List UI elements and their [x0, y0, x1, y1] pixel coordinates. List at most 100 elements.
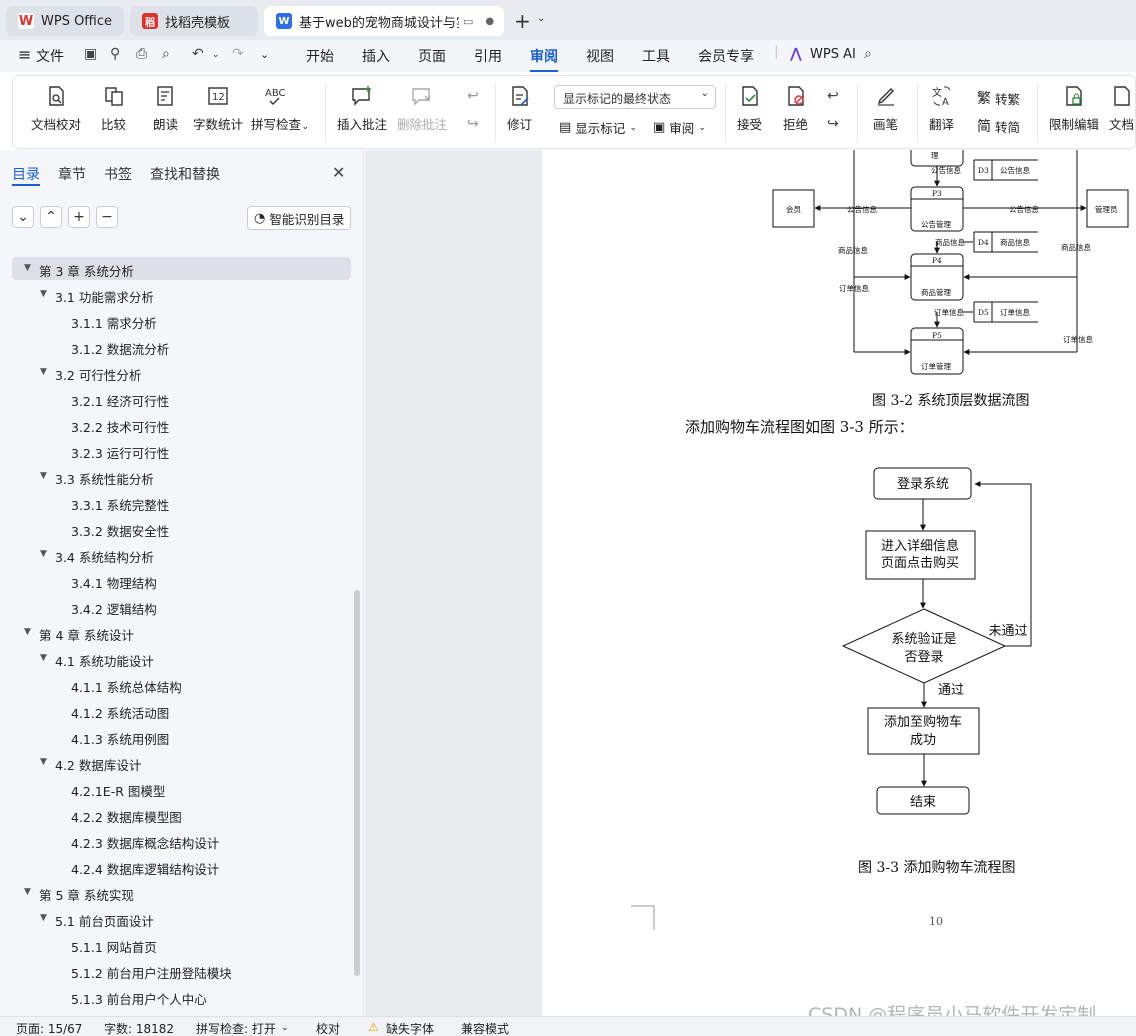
menu-tools[interactable]: 工具 [642, 49, 670, 65]
search-icon[interactable]: ⌕ [864, 46, 872, 62]
track-changes-button[interactable]: 修订 [507, 84, 532, 133]
unsaved-dot-icon[interactable]: ● [485, 15, 495, 27]
menu-file[interactable]: 文件 [36, 49, 64, 65]
toc-item[interactable]: 3.4.1 物理结构 [71, 576, 157, 591]
toc-item[interactable]: 4.2.1E-R 图模型 [71, 784, 166, 799]
compare-button[interactable]: 比较 [101, 84, 126, 133]
expand-triangle-icon[interactable]: ▼ [40, 757, 47, 767]
redo-icon[interactable]: ↷ [232, 46, 244, 62]
menu-page[interactable]: 页面 [418, 49, 446, 65]
menu-home[interactable]: 开始 [306, 49, 334, 65]
add-heading-button[interactable]: + [68, 206, 90, 228]
menu-member[interactable]: 会员专享 [698, 49, 754, 65]
expand-triangle-icon[interactable]: ▼ [40, 289, 47, 299]
quick-access-chevron-icon[interactable]: ⌄ [260, 48, 270, 61]
collapse-down-button[interactable]: ⌄ [12, 206, 34, 228]
pen-button[interactable]: 画笔 [873, 84, 898, 133]
toc-item[interactable]: 3.1.1 需求分析 [71, 316, 157, 331]
status-page[interactable]: 页面: 15/67 [16, 1022, 83, 1036]
nav-tab-bookmarks[interactable]: 书签 [104, 167, 132, 183]
doc-more-button[interactable]: 文档 [1109, 84, 1134, 133]
expand-triangle-icon[interactable]: ▼ [40, 913, 47, 923]
delete-comment-button[interactable]: 删除批注 [397, 84, 447, 133]
expand-triangle-icon[interactable]: ▼ [24, 263, 31, 273]
toc-item[interactable]: 4.2.4 数据库逻辑结构设计 [71, 862, 220, 877]
undo-chevron-icon[interactable]: ⌄ [212, 50, 220, 60]
toc-item[interactable]: 4.2 数据库设计 [55, 758, 142, 773]
reject-button[interactable]: 拒绝 [783, 84, 808, 133]
tab-templates[interactable]: 稻 找稻壳模板 [130, 6, 258, 36]
tab-wps-office[interactable]: W WPS Office [6, 6, 124, 36]
tab-list-chevron-icon[interactable]: ⌄ [537, 13, 546, 24]
remove-heading-button[interactable]: − [96, 206, 118, 228]
nav-scrollbar[interactable] [354, 590, 360, 976]
toc-item[interactable]: 5.1.3 前台用户个人中心 [71, 992, 207, 1007]
prev-change-icon[interactable]: ↩ [827, 88, 839, 104]
toc-item[interactable]: 3.2.2 技术可行性 [71, 420, 170, 435]
expand-triangle-icon[interactable]: ▼ [24, 627, 31, 637]
next-change-icon[interactable]: ↪ [827, 116, 839, 132]
toc-item[interactable]: 3.4.2 逻辑结构 [71, 602, 157, 617]
toc-item[interactable]: 第 5 章 系统实现 [39, 888, 134, 903]
show-markup-button[interactable]: ▤显示标记⌄ [559, 120, 637, 136]
to-simplified-button[interactable]: 简转简 [977, 116, 1020, 136]
spell-chevron-icon[interactable]: ⌄ [301, 122, 310, 132]
save-icon[interactable]: ▣ [84, 46, 98, 62]
toc-item[interactable]: 3.2.3 运行可行性 [71, 446, 170, 461]
next-comment-icon[interactable]: ↪ [467, 116, 479, 132]
hamburger-icon[interactable]: ≡ [18, 45, 32, 64]
undo-icon[interactable]: ↶ [192, 46, 204, 62]
word-count-button[interactable]: 12 字数统计 [193, 84, 243, 133]
toc-item[interactable]: 4.1 系统功能设计 [55, 654, 154, 669]
status-missing-font[interactable]: 缺失字体 [386, 1022, 435, 1036]
nav-tab-toc[interactable]: 目录 [12, 167, 40, 183]
toc-item[interactable]: 5.1.2 前台用户注册登陆模块 [71, 966, 232, 981]
toc-item[interactable]: 3.1.2 数据流分析 [71, 342, 170, 357]
menu-wps-ai[interactable]: WPS AI [810, 47, 856, 62]
toc-item[interactable]: 3.3.2 数据安全性 [71, 524, 170, 539]
nav-tab-chapters[interactable]: 章节 [58, 167, 86, 183]
toc-item[interactable]: 4.2.3 数据库概念结构设计 [71, 836, 220, 851]
menu-view[interactable]: 视图 [586, 49, 614, 65]
toc-item[interactable]: 4.1.2 系统活动图 [71, 706, 170, 721]
tab-document[interactable]: W 基于web的宠物商城设计与实现 ▭ ● [264, 6, 504, 36]
expand-up-button[interactable]: ⌃ [40, 206, 62, 228]
expand-triangle-icon[interactable]: ▼ [24, 887, 31, 897]
share-icon[interactable]: ⚲ [110, 46, 121, 62]
new-tab-plus-icon[interactable]: + [514, 9, 531, 33]
menu-references[interactable]: 引用 [474, 49, 502, 65]
nav-tab-find-replace[interactable]: 查找和替换 [150, 167, 220, 183]
read-aloud-button[interactable]: 朗读 [153, 84, 178, 133]
toc-item[interactable]: 4.2.2 数据库模型图 [71, 810, 182, 825]
menu-review[interactable]: 审阅 [530, 46, 558, 72]
review-pane-button[interactable]: ▣审阅⌄ [653, 120, 706, 136]
prev-comment-icon[interactable]: ↩ [467, 88, 479, 104]
expand-triangle-icon[interactable]: ▼ [40, 471, 47, 481]
print-preview-icon[interactable]: ⌕ [162, 46, 170, 62]
doc-check-button[interactable]: 文档校对 [31, 84, 81, 133]
status-spell[interactable]: 拼写检查: 打开 [196, 1022, 276, 1036]
toc-item[interactable]: 3.3.1 系统完整性 [71, 498, 170, 513]
menu-insert[interactable]: 插入 [362, 49, 390, 65]
markup-state-select[interactable]: 显示标记的最终状态 ⌄ [554, 85, 716, 109]
toc-item[interactable]: 5.1 前台页面设计 [55, 914, 154, 929]
expand-triangle-icon[interactable]: ▼ [40, 653, 47, 663]
chevron-down-icon[interactable]: ⌄ [281, 1023, 289, 1033]
print-icon[interactable]: ⎙ [136, 46, 148, 62]
toc-item[interactable]: 5.1.1 网站首页 [71, 940, 157, 955]
accept-button[interactable]: 接受 [737, 84, 762, 133]
spell-check-button[interactable]: ABC 拼写检查⌄ [251, 84, 309, 133]
to-traditional-button[interactable]: 繁转繁 [977, 88, 1020, 108]
smart-toc-button[interactable]: ◔智能识别目录 [247, 206, 351, 230]
status-words[interactable]: 字数: 18182 [104, 1022, 175, 1036]
expand-triangle-icon[interactable]: ▼ [40, 549, 47, 559]
toc-item[interactable]: 4.1.1 系统总体结构 [71, 680, 182, 695]
toc-item[interactable]: 第 4 章 系统设计 [39, 628, 134, 643]
toc-item[interactable]: 4.1.3 系统用例图 [71, 732, 170, 747]
status-proof[interactable]: 校对 [316, 1022, 341, 1036]
toc-item[interactable]: 3.2.1 经济可行性 [71, 394, 170, 409]
expand-triangle-icon[interactable]: ▼ [40, 367, 47, 377]
restrict-edit-button[interactable]: 限制编辑 [1049, 84, 1099, 133]
toc-item[interactable]: 3.2 可行性分析 [55, 368, 142, 383]
